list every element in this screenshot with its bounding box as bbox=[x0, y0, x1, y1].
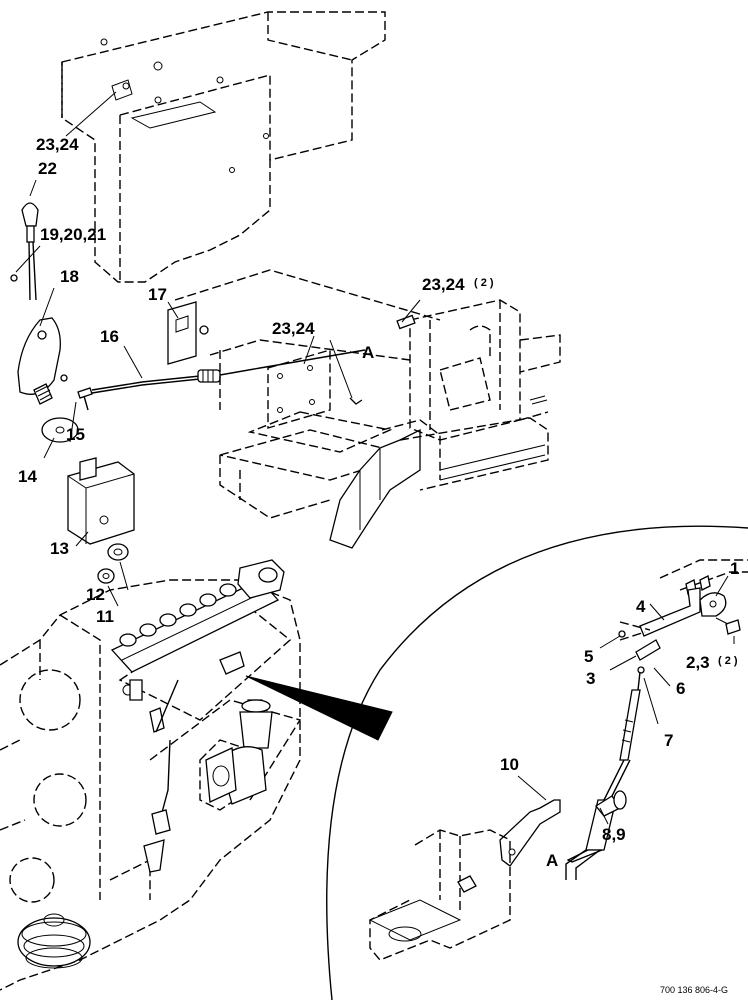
engine-pulley bbox=[17, 917, 91, 967]
cable-end bbox=[77, 387, 93, 399]
frame-leg bbox=[329, 428, 421, 549]
callout-11: 11 bbox=[96, 607, 114, 626]
console-housing bbox=[61, 11, 386, 283]
detail-circle bbox=[326, 525, 748, 1000]
callout-23-24-top: 23,24 bbox=[36, 135, 79, 154]
doc-number: 700 136 806-4-G bbox=[660, 985, 728, 995]
mounting-bracket bbox=[396, 299, 561, 491]
support-frame bbox=[174, 269, 441, 549]
detail-pointer bbox=[245, 675, 393, 741]
callout-4: 4 bbox=[636, 597, 646, 616]
engine-block bbox=[0, 579, 302, 991]
cable-sheath bbox=[566, 849, 603, 863]
bracket-17 bbox=[167, 301, 209, 365]
callout-22: 22 bbox=[38, 159, 57, 178]
callout-14: 14 bbox=[18, 467, 37, 486]
grommet-12 bbox=[107, 543, 129, 561]
washer-14 bbox=[41, 417, 79, 443]
lever-assembly bbox=[10, 202, 135, 584]
tab-13 bbox=[79, 457, 97, 481]
callout-15: 15 bbox=[66, 425, 85, 444]
callout-23-24-2: 23,24 bbox=[422, 275, 465, 294]
lever-eye-1 bbox=[699, 592, 727, 617]
callout-1: 1 bbox=[730, 559, 739, 578]
clevis-6 bbox=[635, 639, 661, 661]
callout-labels: 23,24 22 19,20,21 18 17 23,24 ( 2 ) 16 2… bbox=[18, 135, 739, 995]
nut-detail bbox=[457, 875, 477, 893]
cable-rod bbox=[619, 689, 641, 761]
leader-lines bbox=[15, 91, 735, 825]
callout-5: 5 bbox=[584, 647, 593, 666]
callout-a-top: A bbox=[362, 343, 374, 362]
callout-17: 17 bbox=[148, 285, 167, 304]
callout-2-3-2-qty: ( 2 ) bbox=[718, 655, 738, 667]
nut-11 bbox=[97, 568, 115, 584]
callout-23-24-2-qty: ( 2 ) bbox=[474, 277, 494, 289]
throttle-cable bbox=[91, 349, 366, 394]
lever-plate bbox=[17, 317, 61, 395]
callout-23-24-mid: 23,24 bbox=[272, 319, 315, 338]
clamp-10 bbox=[499, 799, 561, 867]
callout-a-detail: A bbox=[546, 851, 558, 870]
callout-19-20-21: 19,20,21 bbox=[40, 225, 106, 244]
bracket-13 bbox=[67, 461, 135, 545]
callout-2-3-2: 2,3 bbox=[686, 653, 710, 672]
callout-18: 18 bbox=[60, 267, 79, 286]
throttle-lever-4 bbox=[639, 587, 701, 637]
knob bbox=[21, 202, 39, 227]
callout-10: 10 bbox=[500, 755, 519, 774]
injection-pump bbox=[110, 559, 285, 873]
callout-12: 12 bbox=[86, 585, 105, 604]
callout-8-9: 8,9 bbox=[602, 825, 626, 844]
callout-7: 7 bbox=[664, 731, 673, 750]
fuel-filter bbox=[241, 699, 271, 713]
callout-16: 16 bbox=[100, 327, 119, 346]
callout-13: 13 bbox=[50, 539, 69, 558]
lever-rod-top bbox=[26, 225, 35, 243]
callout-3: 3 bbox=[586, 669, 595, 688]
callout-6: 6 bbox=[676, 679, 685, 698]
bolt-2-3 bbox=[725, 619, 741, 635]
detail-view bbox=[368, 559, 748, 961]
